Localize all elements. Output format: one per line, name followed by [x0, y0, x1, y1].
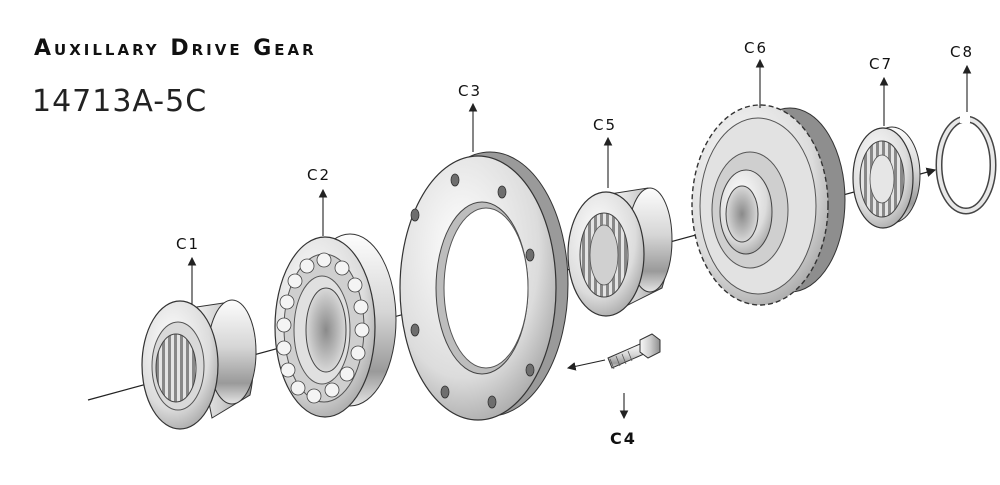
diagram-title: Auxillary Drive Gear	[34, 36, 317, 61]
part-c6-helical-gear	[691, 104, 846, 306]
part-number: 14713A-5C	[32, 84, 208, 119]
callout-c2: C2	[307, 166, 331, 184]
leader-lines	[187, 58, 972, 420]
part-c7-needle-bearing	[852, 126, 921, 229]
flange-bolt-holes	[410, 173, 535, 409]
part-c3-flange-plate	[399, 151, 569, 421]
callout-c4: C4	[610, 429, 637, 448]
part-c2-ball-bearing	[274, 233, 397, 418]
part-c8-snap-ring	[935, 115, 997, 215]
bearing-balls	[276, 252, 370, 404]
part-c1-bushing	[141, 299, 257, 430]
callout-c1: C1	[176, 235, 200, 253]
part-c4-bolt	[607, 333, 661, 370]
callout-c7: C7	[869, 55, 893, 73]
part-c5-splined-bushing	[567, 187, 673, 317]
callout-c3: C3	[458, 82, 482, 100]
callout-c8: C8	[950, 43, 974, 61]
callout-c6: C6	[744, 39, 768, 57]
callout-c5: C5	[593, 116, 617, 134]
